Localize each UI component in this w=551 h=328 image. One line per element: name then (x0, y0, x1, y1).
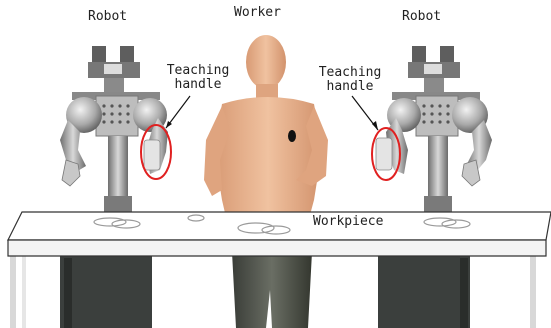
right-robot-torso-box (416, 96, 458, 136)
worker-label: Worker (234, 6, 281, 20)
table-leg-left (10, 255, 16, 328)
worker-head (246, 35, 286, 89)
right-robot (376, 46, 492, 214)
teaching-handle-label-left: Teaching handle (156, 64, 240, 92)
left-base-shade (64, 258, 72, 328)
right-robot-column (428, 136, 448, 198)
teaching-handle-label-right: Teaching handle (308, 66, 392, 94)
worker-marker (288, 130, 296, 142)
right-teaching-handle-body (376, 138, 392, 170)
table-front-edge (8, 240, 546, 256)
worker-legs (232, 252, 312, 328)
left-robot-torso-box (96, 96, 138, 136)
right-robot-head-plate (424, 64, 442, 74)
work-table (8, 212, 551, 256)
table-leg-left-2 (22, 255, 26, 328)
right-robot-base (378, 255, 470, 328)
left-robot-gripper-l (62, 160, 80, 186)
robot-label-left: Robot (88, 10, 127, 24)
teaching-handle-label-right-line2: handle (308, 80, 392, 94)
left-robot-head-plate (104, 64, 122, 74)
left-robot-column-foot (104, 196, 132, 214)
workpiece-label: Workpiece (313, 215, 383, 229)
teaching-handle-label-left-line1: Teaching (156, 64, 240, 78)
right-robot-neck (424, 78, 444, 92)
lower-structure (10, 252, 536, 328)
table-leg-right (530, 255, 536, 328)
left-teaching-handle-body (144, 140, 160, 170)
robot-label-right: Robot (402, 10, 441, 24)
right-robot-column-foot (424, 196, 452, 214)
right-base-shade (460, 258, 468, 328)
left-robot (60, 46, 168, 214)
teaching-handle-label-right-line1: Teaching (308, 66, 392, 80)
left-robot-column (108, 136, 128, 198)
teaching-handle-label-left-line2: handle (156, 78, 240, 92)
left-robot-base (60, 255, 152, 328)
left-robot-neck (104, 78, 124, 92)
